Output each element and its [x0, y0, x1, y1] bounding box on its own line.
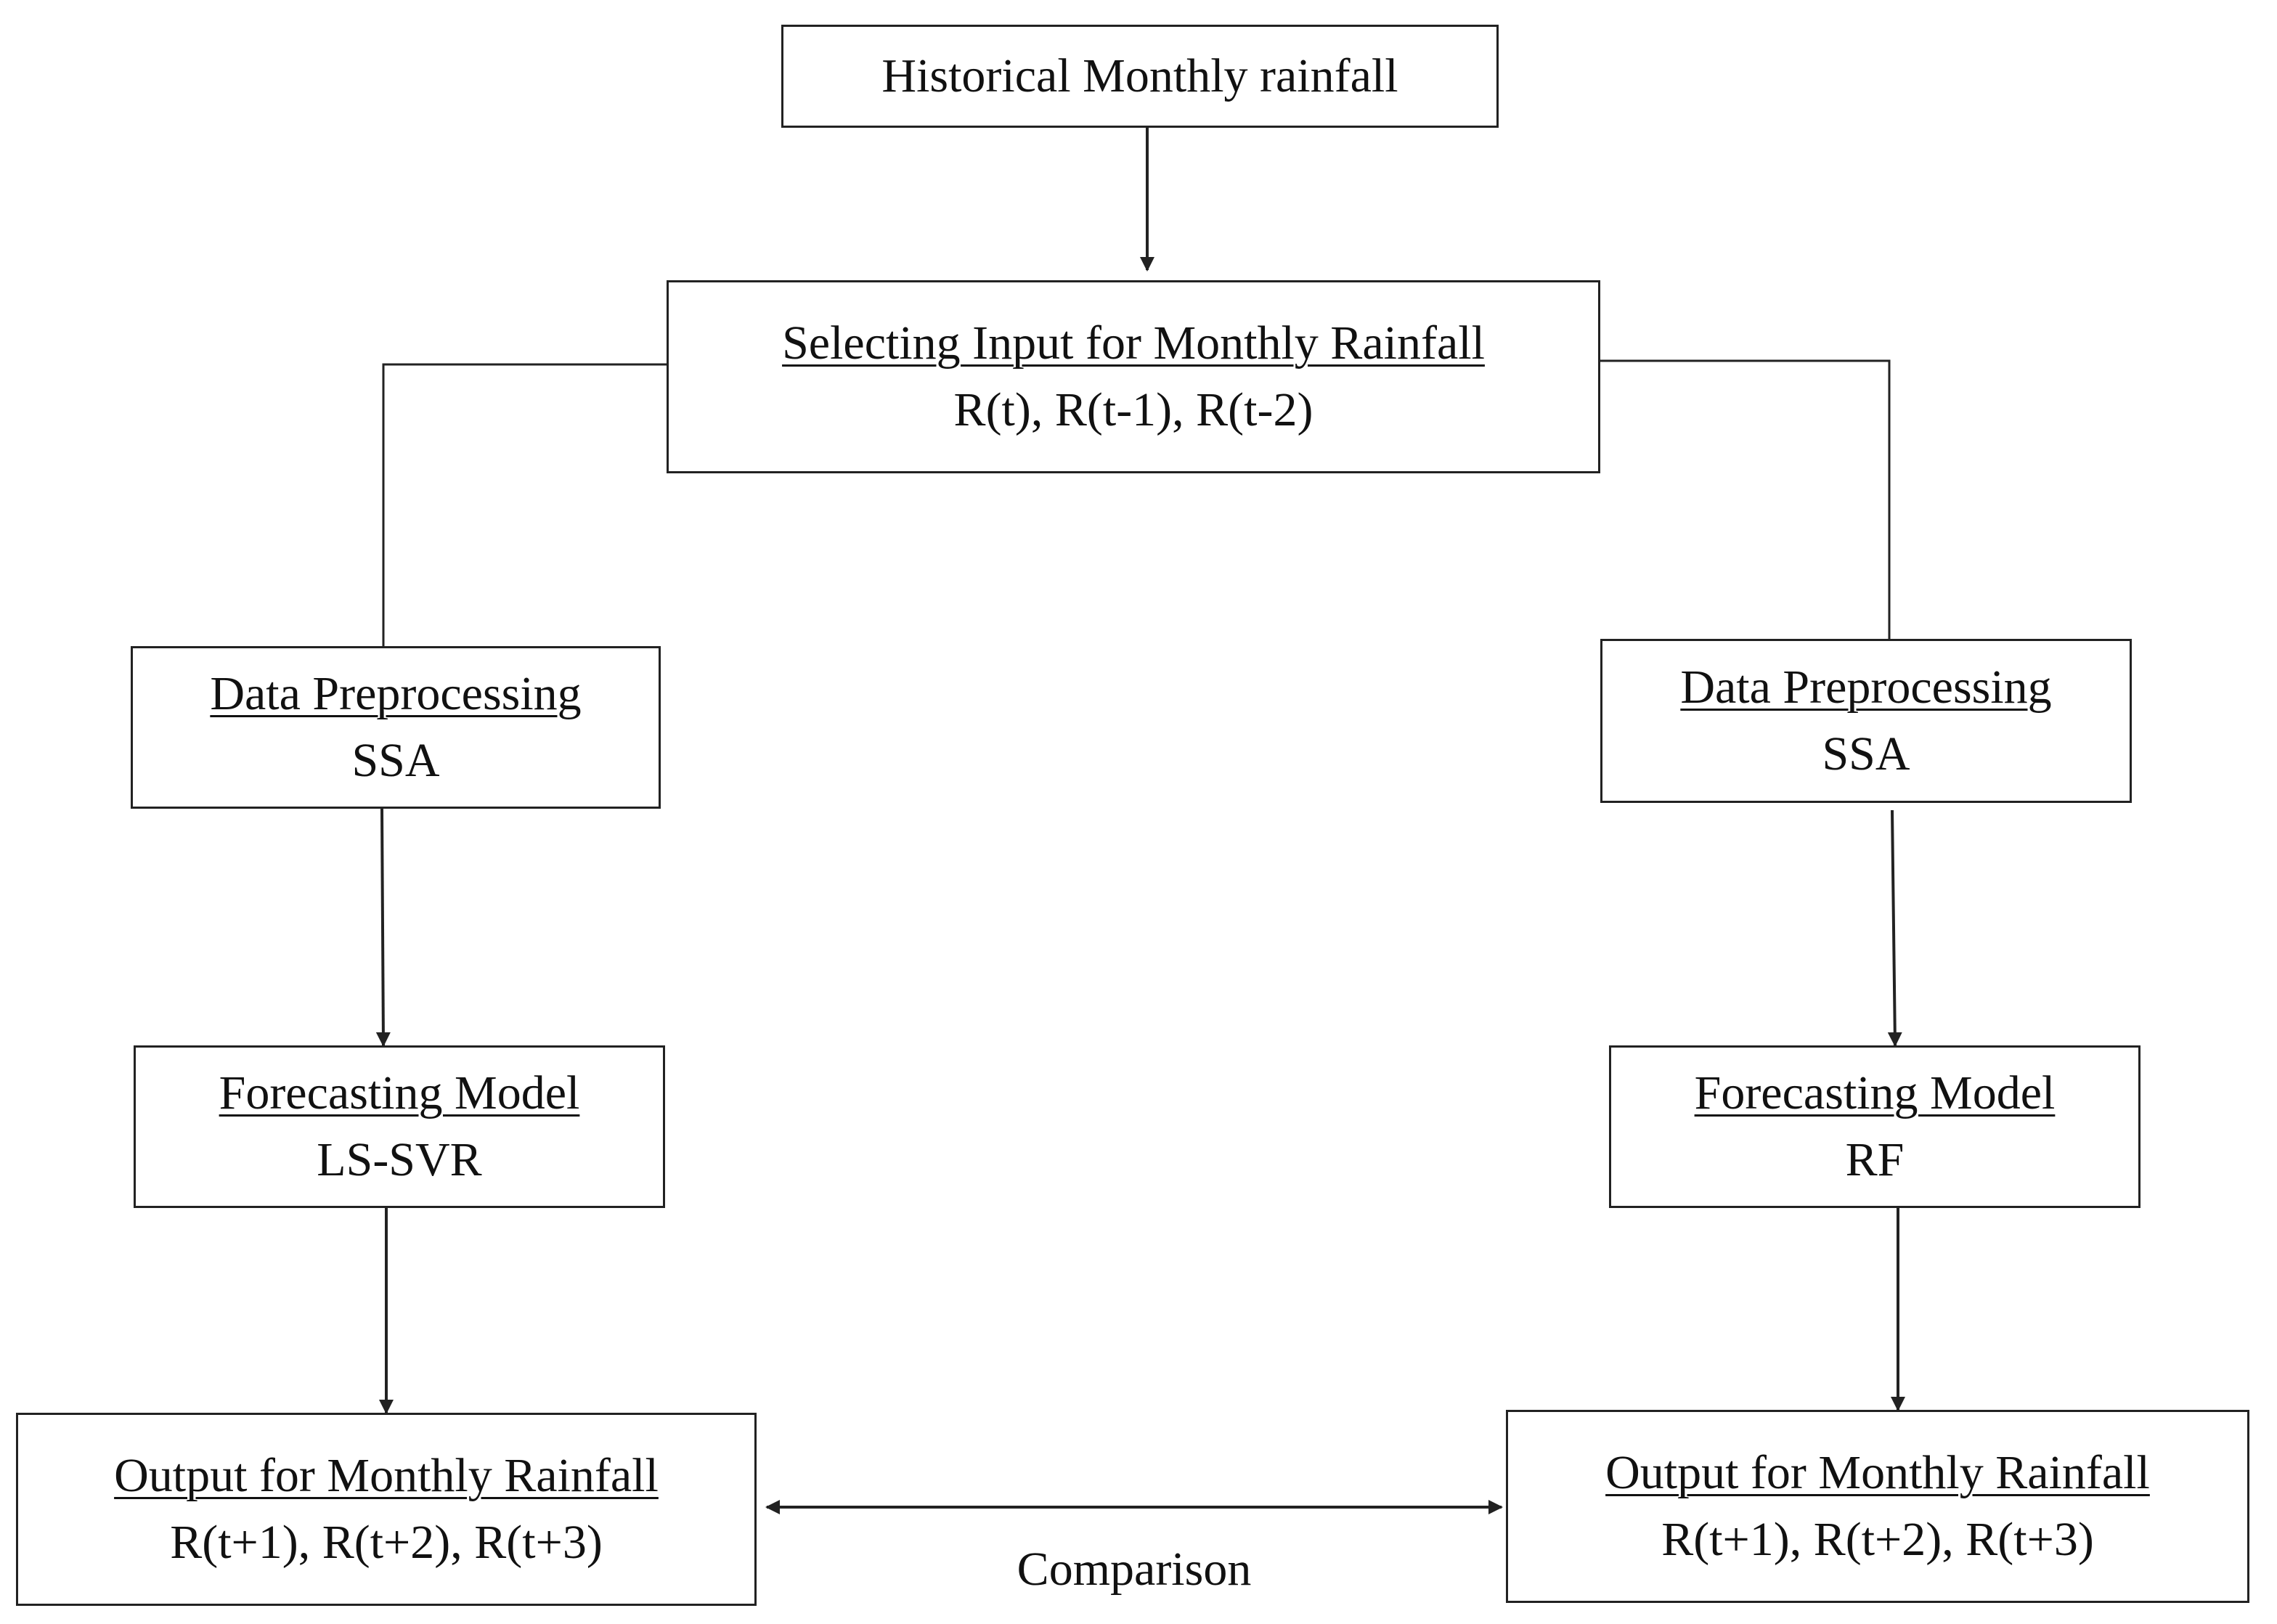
node-model-right-subtitle: RF	[1845, 1133, 1905, 1186]
node-selecting-input: Selecting Input for Monthly Rainfall R(t…	[667, 280, 1600, 473]
node-data-preprocessing-right: Data Preprocessing SSA	[1600, 639, 2132, 803]
edge-label-comparison: Comparison	[1017, 1543, 1252, 1596]
node-pre-left-title: Data Preprocessing	[210, 666, 582, 720]
node-out-right-title: Output for Monthly Rainfall	[1605, 1445, 2150, 1499]
arrow-right-preprocessing-to-model	[1887, 809, 1902, 1047]
node-forecasting-model-right: Forecasting Model RF	[1609, 1045, 2140, 1208]
node-model-left-subtitle: LS-SVR	[317, 1133, 482, 1186]
node-model-left-title: Forecasting Model	[219, 1066, 580, 1119]
node-output-left: Output for Monthly Rainfall R(t+1), R(t+…	[16, 1413, 757, 1606]
node-historical-title: Historical Monthly rainfall	[881, 49, 1398, 102]
node-out-left-subtitle: R(t+1), R(t+2), R(t+3)	[170, 1516, 603, 1569]
node-pre-left-subtitle: SSA	[351, 734, 440, 787]
node-out-left-title: Output for Monthly Rainfall	[114, 1448, 659, 1502]
node-data-preprocessing-left: Data Preprocessing SSA	[131, 646, 661, 809]
node-pre-right-subtitle: SSA	[1822, 727, 1910, 780]
node-out-right-subtitle: R(t+1), R(t+2), R(t+3)	[1661, 1513, 2094, 1566]
node-forecasting-model-left: Forecasting Model LS-SVR	[134, 1045, 665, 1208]
arrow-left-preprocessing-to-model	[375, 808, 391, 1047]
node-selecting-title: Selecting Input for Monthly Rainfall	[782, 316, 1485, 370]
node-pre-right-title: Data Preprocessing	[1680, 660, 2052, 714]
line-selecting-to-left-branch	[382, 363, 668, 646]
line-selecting-to-right-branch	[1599, 359, 1891, 639]
node-selecting-subtitle: R(t), R(t-1), R(t-2)	[953, 383, 1313, 436]
node-output-right: Output for Monthly Rainfall R(t+1), R(t+…	[1506, 1410, 2249, 1603]
node-model-right-title: Forecasting Model	[1694, 1066, 2056, 1119]
node-historical-monthly-rainfall: Historical Monthly rainfall	[781, 25, 1499, 128]
